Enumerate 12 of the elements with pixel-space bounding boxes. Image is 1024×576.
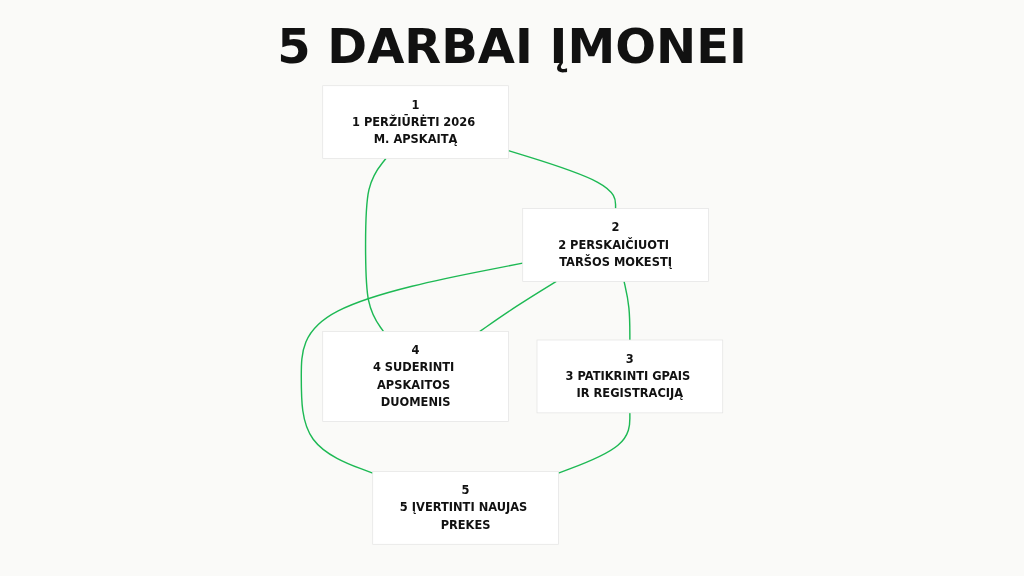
connector	[623, 280, 631, 341]
node-box: 2 2 PERSKAIČIUOTI TARŠOS MOKESTĮ	[522, 208, 709, 282]
title: 5 DARBAI ĮMONEI	[276, 18, 748, 74]
node-box: 3 3 PATIKRINTI GPAIS IR REGISTRACIJĄ	[536, 339, 724, 414]
node-box: 1 1 PERŽIŪRĖTI 2026 M. APSKAITĄ	[322, 85, 509, 159]
node-box: 5 5 ĮVERTINTI NAUJAS PREKES	[372, 471, 559, 545]
connector	[364, 157, 387, 333]
connector	[507, 149, 617, 210]
node-box: 4 4 SUDERINTI APSKAITOS DUOMENIS	[322, 331, 509, 422]
connector	[479, 280, 557, 333]
connector	[557, 412, 631, 474]
connector	[300, 262, 524, 474]
